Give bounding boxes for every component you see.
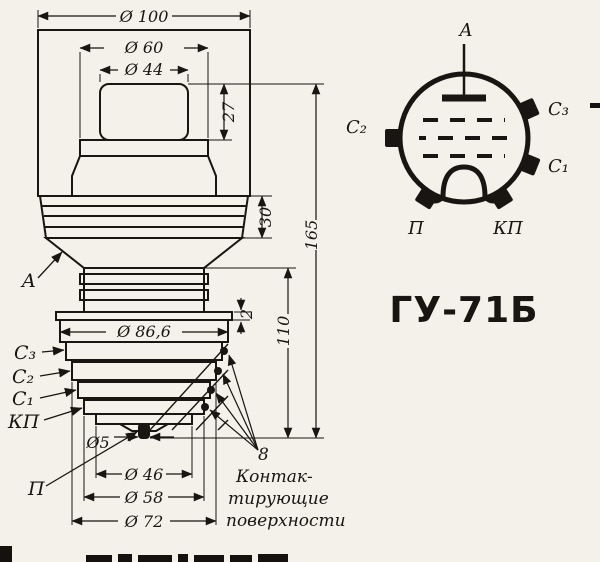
pin-tab-kp (491, 188, 513, 210)
dim-label-d44: Ø 44 (124, 60, 164, 79)
tube-type-label: ГУ-71Б (389, 290, 538, 331)
pinout-label-p: П (407, 218, 424, 239)
leader-lines (37, 251, 138, 487)
contact-surfaces (201, 347, 228, 411)
dimension-lines (37, 11, 321, 526)
note-line1: Контак- (235, 467, 313, 487)
dim-label-d60: Ø 60 (124, 38, 164, 57)
pinout-grid-symbols (419, 118, 509, 158)
electrode-label-kp: КП (7, 411, 40, 433)
pin-tab-g2 (385, 129, 400, 147)
dim-label-h30: 30 (256, 207, 275, 227)
electrode-label-p: П (27, 478, 45, 500)
pinout-pins (385, 98, 541, 210)
electrode-label-g2: С₂ (12, 366, 34, 388)
pinout-label-kp: КП (492, 218, 523, 239)
note-count: 8 (258, 445, 269, 465)
dim-label-t2: 2 (237, 309, 256, 320)
pinout-label-anode: A (458, 20, 473, 41)
pinout-label-g1: С₁ (548, 156, 569, 177)
note-line2: тирующие (228, 489, 329, 509)
pin-tab-g1 (520, 154, 541, 176)
pin-tab-g3 (519, 98, 540, 120)
pinout-diagram: A С₃ С₁ С₂ П КП ГУ-71Б (346, 20, 569, 331)
dim-label-h27: 27 (219, 101, 238, 123)
dim-label-d100: Ø 100 (119, 7, 169, 26)
dim-label-d58: Ø 58 (124, 488, 164, 507)
dim-label-h165: 165 (302, 220, 321, 251)
electrode-label-g1: С₁ (12, 388, 34, 410)
dim-label-d72: Ø 72 (124, 512, 164, 531)
note-line3: поверхности (226, 511, 346, 531)
pin-tab-p (415, 188, 437, 210)
electrode-label-g3: С₃ (14, 342, 36, 364)
contact-note-arrows (209, 354, 259, 451)
dim-label-h110: 110 (274, 316, 293, 347)
pinout-anode-symbol (442, 44, 486, 102)
pinout-label-g3: С₃ (548, 99, 569, 120)
pinout-label-g2: С₂ (346, 117, 367, 138)
cropped-caption-artifact (0, 103, 600, 562)
dim-label-d5: Ø5 (85, 433, 109, 452)
dim-label-d86: Ø 86,6 (116, 322, 171, 341)
extension-lines (37, 10, 324, 525)
dim-label-d46: Ø 46 (124, 465, 164, 484)
electrode-label-anode: A (20, 270, 36, 292)
